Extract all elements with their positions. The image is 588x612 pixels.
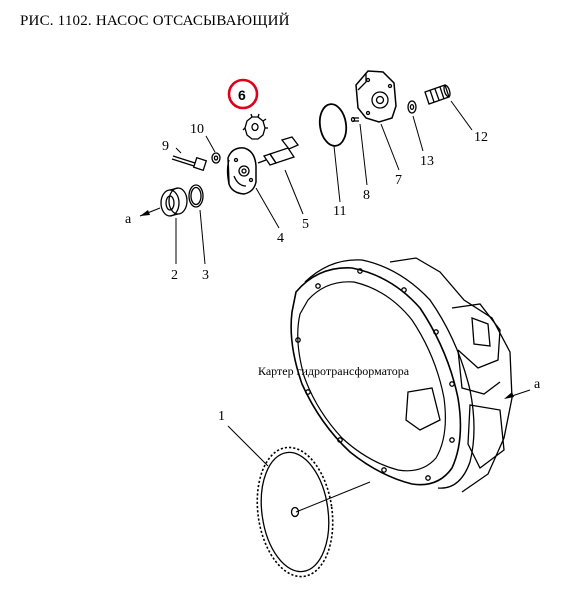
callout-9: 9	[162, 139, 169, 154]
part-3-snap-ring	[188, 184, 204, 208]
converter-housing	[290, 257, 513, 493]
part-6-gear	[242, 113, 268, 140]
part-11-o-ring	[318, 103, 348, 147]
part-10-washer	[211, 152, 221, 164]
callout-13: 13	[420, 154, 434, 169]
callout-6: 6	[238, 87, 246, 103]
part-4-pump-body	[226, 147, 257, 195]
arrow-left-label: a	[125, 212, 132, 227]
highlight-circle	[227, 78, 259, 110]
part-7-cover	[355, 70, 397, 123]
callout-2: 2	[171, 268, 178, 283]
part-12-plug	[424, 84, 451, 105]
part-13-washer	[407, 100, 417, 114]
housing-label: Картер гидротрансформатора	[258, 364, 410, 378]
arrow-left-head	[140, 210, 150, 216]
leader-line-part-1	[227, 425, 269, 467]
callout-11: 11	[333, 204, 346, 219]
figure-title: РИС. 1102. НАСОС ОТСАСЫВАЮЩИЙ	[20, 13, 290, 29]
part-2-bearing	[160, 187, 188, 217]
callout-7: 7	[395, 173, 402, 188]
callout-10: 10	[190, 122, 204, 137]
callout-1: 1	[218, 409, 225, 424]
arrow-right-label: a	[534, 377, 541, 392]
callout-12: 12	[474, 130, 488, 145]
callout-5: 5	[302, 217, 309, 232]
leader-lines-upper	[139, 100, 473, 265]
part-5-shaft	[257, 136, 300, 166]
part-9-bolt	[171, 155, 208, 172]
callout-3: 3	[202, 268, 209, 283]
arrow-right-head	[504, 392, 514, 399]
part-8-pin	[350, 116, 359, 123]
callout-4: 4	[277, 231, 284, 246]
callout-8: 8	[363, 188, 370, 203]
part-1-ring-gear	[256, 446, 371, 578]
